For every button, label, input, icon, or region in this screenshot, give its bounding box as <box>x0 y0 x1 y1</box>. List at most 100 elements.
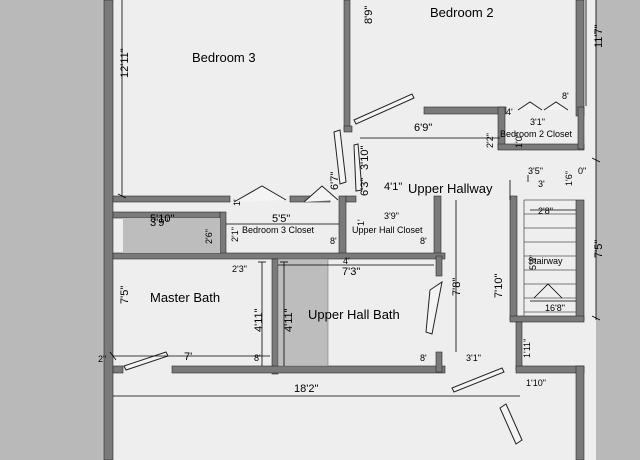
exterior-left <box>0 0 104 460</box>
room-label-bedroom2-closet: Bedroom 2 Closet <box>500 129 573 139</box>
door-upper-hallway <box>353 143 363 192</box>
dim-b3c-1: 1' <box>232 199 242 206</box>
wall-bedroom2-left <box>343 0 351 131</box>
dim-b3c-8: 8' <box>330 236 337 246</box>
wall-bath-top <box>112 252 446 260</box>
dim-bath-2-3: 2'3" <box>232 264 247 274</box>
dim-hall-7-10: 7'10" <box>493 274 505 298</box>
wall-lower-top-right <box>515 365 585 374</box>
doors <box>123 93 569 445</box>
door-b2-closet-left <box>517 101 543 111</box>
dim-left-3-9: 3'9" <box>150 217 168 229</box>
door-bedroom3 <box>333 129 347 185</box>
dim-b2-right: 11'7" <box>593 24 605 48</box>
dim-mb-2: 2" <box>98 354 106 364</box>
dim-b3c-2-1: 2'1" <box>230 227 240 242</box>
uhb-tub-fill <box>277 258 329 367</box>
dim-hall-3: 3' <box>538 179 545 189</box>
wall-uhc-top <box>345 195 357 203</box>
dim-uhb-8: 8' <box>420 353 427 363</box>
wall-lower-right <box>575 365 585 460</box>
door-b2-closet-right <box>543 101 569 111</box>
door-master-bath <box>123 351 169 371</box>
dimension-labels: 12'11" 8'9" 11'7" 6'9" 3'1" 2'2" 1'0" 8'… <box>98 6 605 395</box>
dim-hall-6-9: 6'9" <box>414 122 432 134</box>
door-upper-hall-bath <box>425 280 443 335</box>
door-lower-right <box>499 403 523 445</box>
wall-bath-right-stub <box>435 255 443 277</box>
wall-bedroom2-stub <box>343 125 353 133</box>
wall-left-outer <box>103 0 114 460</box>
dim-hall-4-1: 4'1" <box>384 181 402 193</box>
dim-stair-2-8: 2'8" <box>538 206 553 216</box>
dim-hall-1-6: 1'6" <box>564 171 574 186</box>
room-label-stairway: Stairway <box>528 256 563 266</box>
wall-right-upper <box>575 0 585 117</box>
room-labels: Bedroom 3 Bedroom 2 Upper Hallway Bedroo… <box>150 5 573 322</box>
room-label-upper-hall-bath: Upper Hall Bath <box>308 307 400 322</box>
wall-uhc-right <box>433 195 442 257</box>
wall-b2c-right <box>577 106 585 150</box>
dim-b2c-3-1: 3'1" <box>530 117 545 127</box>
wall-bath-right-lower <box>435 351 443 373</box>
dim-right-7-5: 7'5" <box>593 240 605 258</box>
room-label-upper-hallway: Upper Hallway <box>408 181 493 196</box>
room-label-bedroom2: Bedroom 2 <box>430 5 494 20</box>
dimension-lines <box>109 0 601 397</box>
dim-mb-8: 8' <box>254 353 261 363</box>
dim-mb-4-11: 4'11" <box>253 308 265 332</box>
dim-b2-top: 8'9" <box>363 6 375 24</box>
room-label-bedroom3: Bedroom 3 <box>192 50 256 65</box>
door-b3-closet-right <box>303 185 339 203</box>
dim-stair-16-8: 16'8" <box>545 303 565 313</box>
wall-b2c-bottom <box>497 143 585 151</box>
dim-hall-3-10: 3'10" <box>359 146 371 170</box>
dim-b3c-2-6: 2'6" <box>204 229 214 244</box>
dim-bottom-18-2: 18'2" <box>294 383 318 395</box>
dim-b2c-8: 8' <box>562 91 569 101</box>
dim-left-5-10: 5'10" <box>150 213 174 225</box>
wall-b3c-left <box>219 211 227 257</box>
dim-stair-5-3: 5'3" <box>528 255 538 270</box>
wall-right-lower <box>575 199 585 321</box>
dim-bath-7-8: 7'8" <box>451 278 463 296</box>
dim-door-4: 4' <box>506 107 513 117</box>
dim-hall-3-1: 3'1" <box>466 353 481 363</box>
wall-stair-left <box>509 195 518 321</box>
wall-bath-divider <box>271 258 279 375</box>
stair-treads <box>523 199 576 316</box>
dim-uhc-3-9: 3'9" <box>384 211 399 221</box>
exterior-right <box>596 0 640 460</box>
walls <box>103 0 585 460</box>
wall-b2c-left <box>497 106 506 150</box>
dim-hall-0: 0" <box>578 166 586 176</box>
dim-bottom-1-10: 1'10" <box>526 378 546 388</box>
door-bedroom2 <box>353 93 415 125</box>
dim-b2c-1-0: 1'0" <box>514 133 524 148</box>
b3-closet-fill <box>123 218 220 253</box>
dim-uhc-8: 8' <box>420 236 427 246</box>
wall-bath-bottom-left <box>112 365 124 374</box>
dim-hall-6-3: 6'3" <box>359 178 371 196</box>
wall-bedroom2-bottom <box>423 106 507 115</box>
dim-b3c-5-5: 5'5" <box>272 213 290 225</box>
dim-hall-3-5: 3'5" <box>528 166 543 176</box>
room-label-upper-hall-closet: Upper Hall Closet <box>352 225 423 235</box>
dim-uhb-4-11: 4'11" <box>283 308 295 332</box>
wall-bath-bottom <box>171 365 446 374</box>
door-lower-left <box>451 367 505 393</box>
door-b3-closet-left <box>233 185 287 203</box>
dim-uhc-4: 4' <box>343 256 350 266</box>
dim-hall-6-7: 6'7" <box>329 172 341 190</box>
dim-mb-7: 7' <box>184 351 192 363</box>
room-label-master-bath: Master Bath <box>150 290 220 305</box>
room-label-bedroom3-closet: Bedroom 3 Closet <box>242 225 315 235</box>
wall-stair-bottom <box>509 315 585 323</box>
wall-b3c-right <box>338 195 347 257</box>
dim-bath-7-3: 7'3" <box>342 266 360 278</box>
dim-mb-7-5: 7'5" <box>119 286 131 304</box>
wall-b3-bottom <box>112 195 231 203</box>
dim-b2c-2-2: 2'2" <box>485 133 495 148</box>
